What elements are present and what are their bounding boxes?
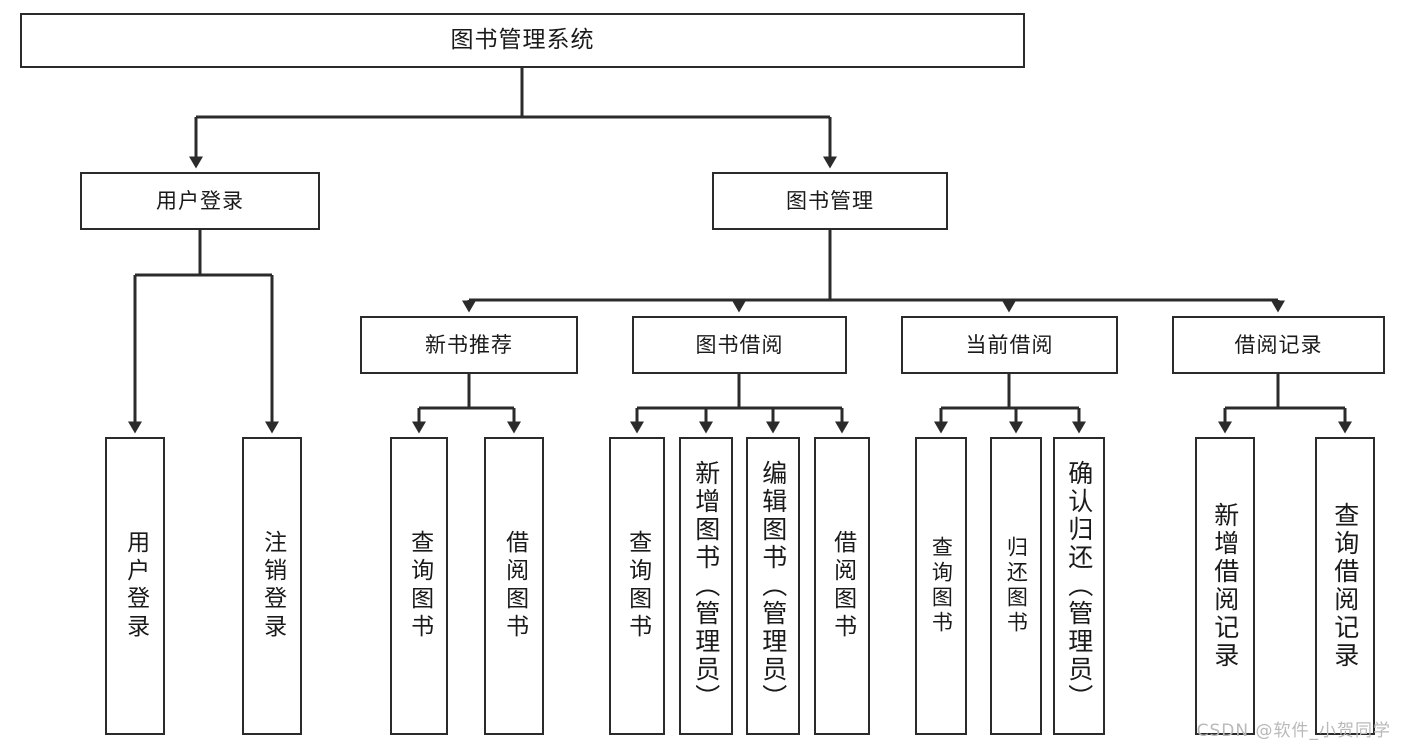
node-user-login[interactable]: 用户登录 xyxy=(80,172,320,230)
leaf-borrow-book-recommend[interactable]: 借阅图书 xyxy=(484,437,544,735)
node-root[interactable]: 图书管理系统 xyxy=(20,13,1025,68)
node-book-borrow[interactable]: 图书借阅 xyxy=(632,316,847,374)
leaf-query-borrow-record[interactable]: 查询借阅记录 xyxy=(1315,437,1375,735)
watermark: CSDN @软件_小贺同学 xyxy=(1196,721,1391,741)
leaf-add-book-admin[interactable]: 新增图书（管理员） xyxy=(679,437,733,735)
leaf-borrow-book[interactable]: 借阅图书 xyxy=(814,437,870,735)
leaf-query-book-recommend[interactable]: 查询图书 xyxy=(390,437,448,735)
node-borrow-records[interactable]: 借阅记录 xyxy=(1172,316,1385,374)
node-current-borrow[interactable]: 当前借阅 xyxy=(901,316,1118,374)
leaf-edit-book-admin[interactable]: 编辑图书（管理员） xyxy=(746,437,800,735)
node-new-book-recommend[interactable]: 新书推荐 xyxy=(360,316,578,374)
leaf-add-borrow-record[interactable]: 新增借阅记录 xyxy=(1195,437,1255,735)
node-book-management[interactable]: 图书管理 xyxy=(712,172,948,230)
leaf-query-book-current[interactable]: 查询图书 xyxy=(915,437,967,735)
leaf-confirm-return-admin[interactable]: 确认归还（管理员） xyxy=(1053,437,1105,735)
leaf-return-book[interactable]: 归还图书 xyxy=(990,437,1042,735)
leaf-user-login[interactable]: 用户登录 xyxy=(105,437,165,735)
leaf-query-book-borrow[interactable]: 查询图书 xyxy=(609,437,665,735)
leaf-logout[interactable]: 注销登录 xyxy=(242,437,302,735)
